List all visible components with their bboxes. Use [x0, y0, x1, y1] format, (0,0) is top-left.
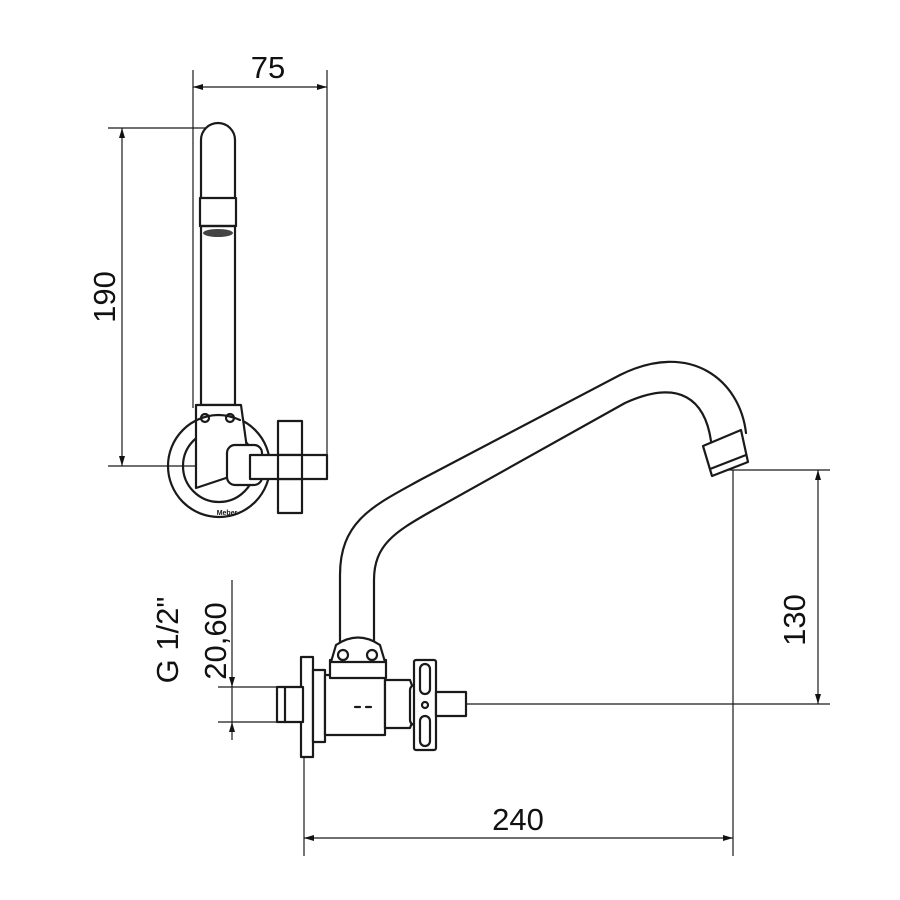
dimension-spout-height: 130: [777, 470, 821, 704]
brand-mark: Meber: [217, 510, 238, 517]
side-view: 130 240 G 1/2" 20,60: [150, 360, 830, 856]
top-view: 75 190 Meber: [87, 50, 329, 519]
cross-handle-side: [412, 658, 468, 752]
cross-handle-top: [248, 419, 329, 515]
dimension-130-label: 130: [777, 594, 812, 646]
spout-pipe-top: [199, 121, 237, 407]
dimension-reach: 240: [304, 802, 733, 841]
dimension-75-label: 75: [251, 50, 285, 85]
dimension-thread: G 1/2" 20,60: [150, 580, 235, 740]
spout-tube-side: [338, 360, 748, 645]
aerator-side: [701, 428, 750, 478]
dimension-240-label: 240: [492, 802, 544, 837]
aerator-top: [198, 196, 238, 228]
valve-body-side: [323, 673, 387, 737]
thread-label: G 1/2": [150, 597, 185, 684]
inlet-thread: [275, 685, 305, 724]
thread-diameter-label: 20,60: [198, 602, 233, 680]
dimension-height: 190: [87, 128, 125, 466]
dimension-190-label: 190: [87, 271, 122, 323]
dimension-width: 75: [193, 50, 327, 90]
